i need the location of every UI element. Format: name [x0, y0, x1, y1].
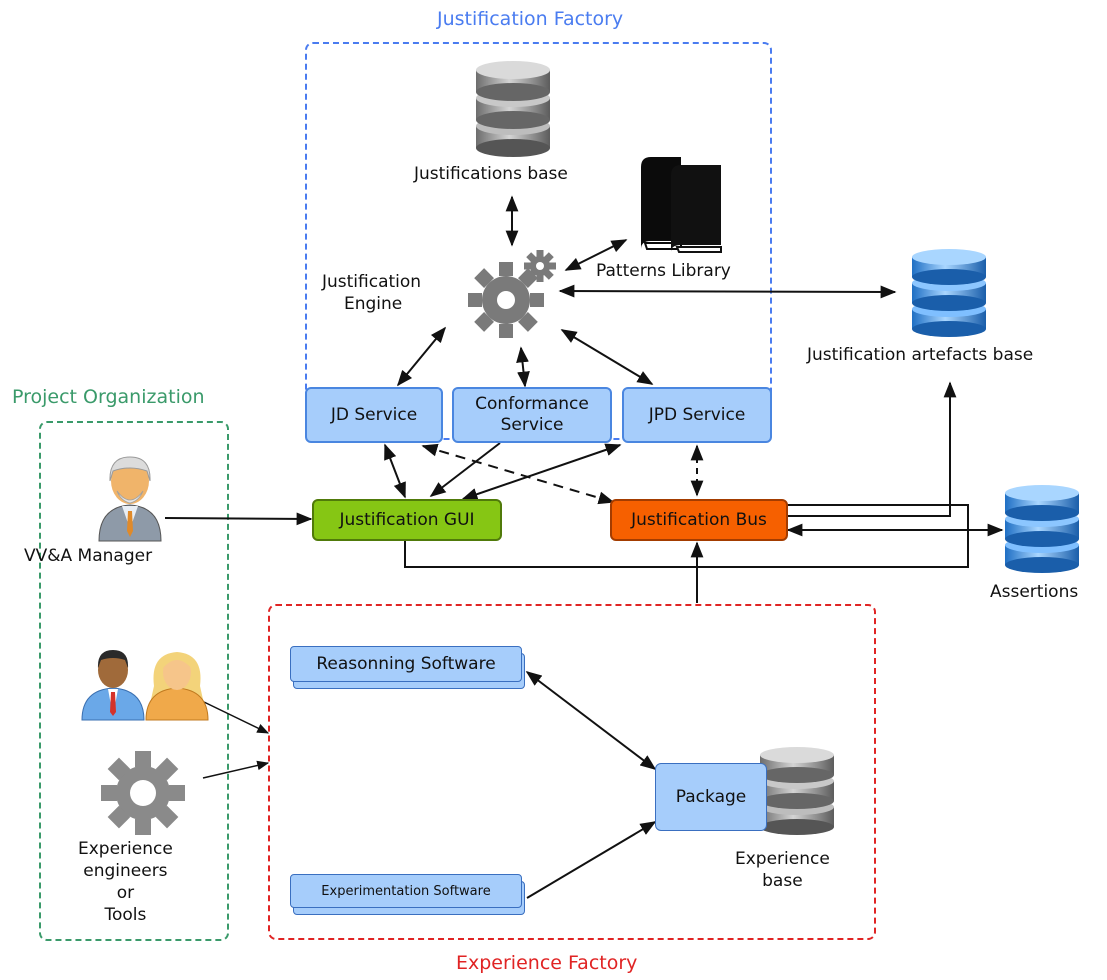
database-grey-icon	[760, 747, 834, 835]
justifications-base-label: Justifications base	[414, 164, 568, 184]
justification-artefacts-base-label: Justification artefacts base	[807, 345, 1034, 365]
reasoning-software-label: Reasonning Software	[316, 653, 496, 674]
package-box[interactable]: Package	[655, 763, 767, 831]
arrow-engine-conformance	[516, 346, 530, 388]
database-blue-icon	[1005, 485, 1079, 573]
arrow-engine-artefacts	[558, 284, 897, 299]
vva-manager-label: VV&A Manager	[24, 546, 153, 566]
jpd-service-box[interactable]: JPD Service	[622, 387, 772, 443]
gear-icon	[101, 751, 185, 835]
books-icon	[641, 157, 722, 253]
arrow-bus-artefacts	[786, 381, 957, 517]
experience-factory-title: Experience Factory	[456, 952, 638, 974]
project-organization-title: Project Organization	[12, 386, 205, 408]
experimentation-software-box[interactable]: Experimentation Software	[290, 874, 522, 908]
connector-gui-bus-bottom	[404, 504, 969, 568]
jpd-service-label: JPD Service	[648, 404, 746, 425]
project-organization-region	[39, 421, 229, 941]
reasoning-software-box[interactable]: Reasonning Software	[290, 646, 522, 682]
arrow-experimentation-package	[526, 821, 657, 899]
engineer-man-icon	[81, 650, 145, 721]
justification-engine-label: Justification Engine	[322, 272, 422, 314]
justification-gui-label: Justification GUI	[339, 509, 475, 530]
justification-gui-box[interactable]: Justification GUI	[312, 499, 502, 541]
experience-factory-region	[268, 604, 876, 940]
justification-bus-label: Justification Bus	[631, 509, 767, 530]
arrow-manager-gui	[164, 512, 313, 526]
arrow-jd-gui	[384, 443, 406, 499]
justification-factory-title: Justification Factory	[437, 8, 624, 30]
conformance-service-label: Conformance Service	[475, 394, 589, 435]
conformance-service-box[interactable]: Conformance Service	[452, 387, 612, 443]
arrow-patterns-engine	[564, 239, 628, 271]
arrow-jd-bus-dashed	[421, 443, 615, 505]
database-blue-icon	[912, 249, 986, 337]
justification-bus-box[interactable]: Justification Bus	[610, 499, 788, 541]
gear-icon	[468, 250, 556, 338]
assertions-label: Assertions	[990, 582, 1079, 602]
jd-service-label: JD Service	[330, 404, 418, 425]
patterns-library-label: Patterns Library	[596, 261, 731, 281]
arrow-tools-factory	[202, 760, 270, 779]
experience-base-label: Experience base	[735, 849, 830, 891]
experience-engineers-label: Experience engineers or Tools	[78, 839, 173, 925]
database-grey-icon	[476, 61, 550, 157]
engineer-woman-icon	[145, 652, 209, 721]
arrow-reasoning-package	[525, 671, 657, 770]
jd-service-box[interactable]: JD Service	[305, 387, 443, 443]
arrow-engine-jpd	[560, 329, 654, 385]
package-label: Package	[675, 786, 747, 807]
manager-person-icon	[98, 456, 162, 542]
experimentation-software-label: Experimentation Software	[321, 883, 491, 899]
arrow-engine-jd	[396, 326, 447, 387]
arrow-engineers-factory	[203, 701, 270, 734]
